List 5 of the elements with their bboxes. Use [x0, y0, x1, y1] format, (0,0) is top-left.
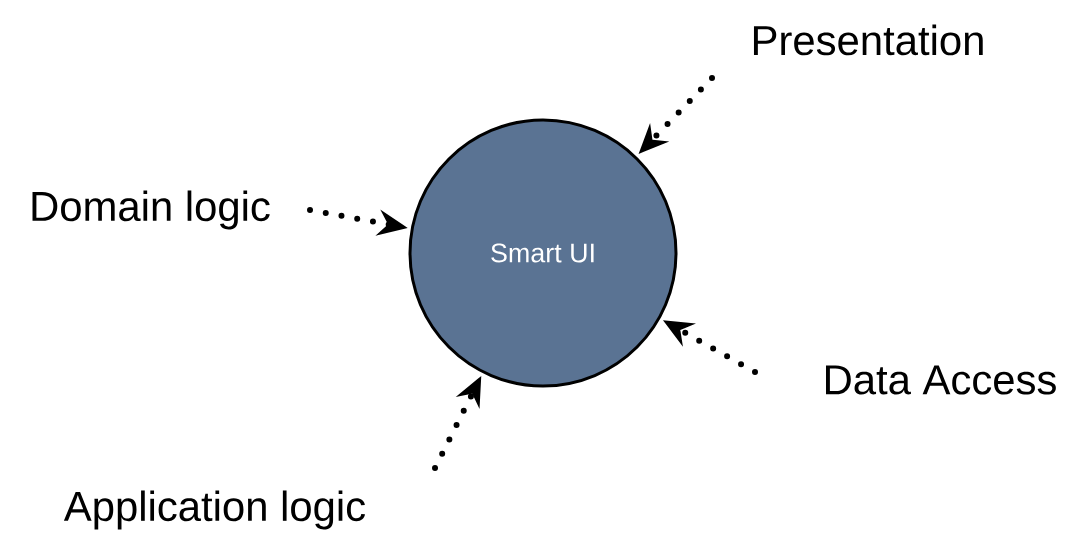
text-label: Presentation	[753, 24, 983, 56]
text-label: Application logic	[63, 490, 365, 530]
circle-node: Smart UI	[408, 118, 678, 388]
text-label: Data Access	[826, 365, 1056, 395]
text-label: Domain logic	[32, 190, 270, 230]
